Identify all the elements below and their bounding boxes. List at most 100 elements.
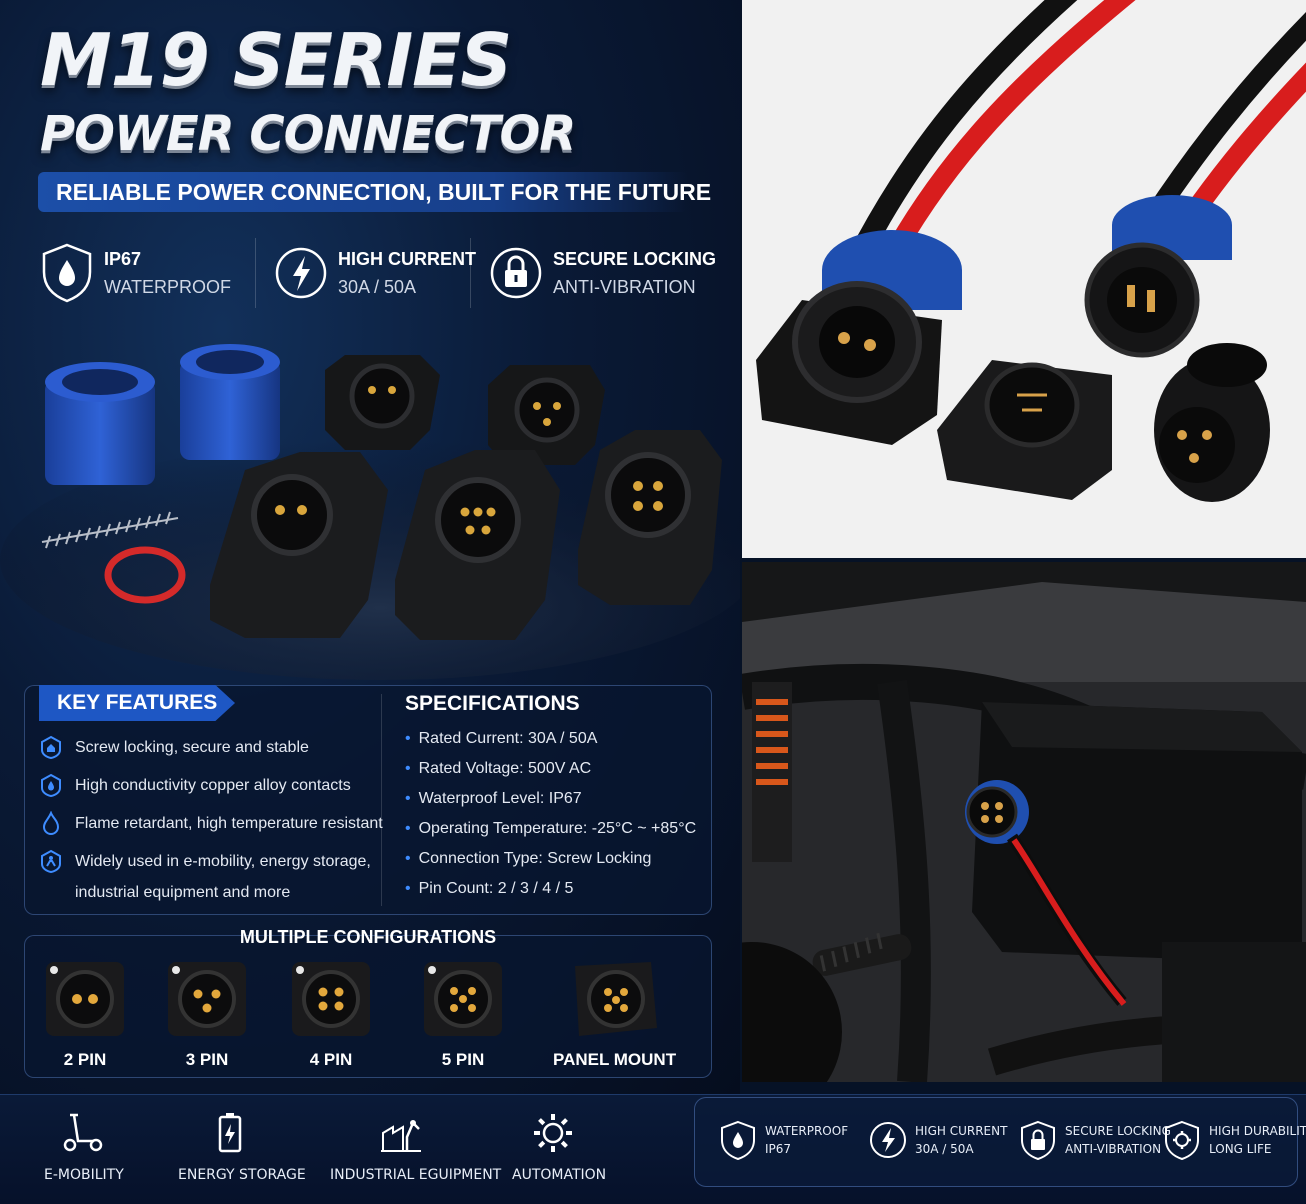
feature-text: Widely used in e-mobility, energy storag… — [75, 853, 371, 870]
feature-strip: WATERPROOF IP67 HIGH CURRENT 30A / 50A S… — [694, 1097, 1306, 1187]
strip-line2: 30A / 50A — [915, 1142, 974, 1156]
battery-icon — [218, 1113, 242, 1153]
strip-item-waterproof: WATERPROOF IP67 — [719, 1120, 848, 1160]
water-drop-shield-icon — [42, 243, 92, 303]
key-features-title: KEY FEATURES — [57, 691, 218, 714]
socket-right-lower — [1154, 343, 1270, 502]
features-specs-panel: KEY FEATURES Screw locking, secure and s… — [24, 685, 712, 915]
plug-right-upper — [1084, 195, 1232, 358]
padlock-icon — [490, 247, 542, 299]
config-list: 2 PIN 3 PIN — [25, 958, 711, 1070]
spec-item: Connection Type: Screw Locking — [405, 844, 696, 874]
scooter-icon — [63, 1113, 103, 1152]
config-label: 4 PIN — [309, 1050, 353, 1069]
config-label: 3 PIN — [185, 1050, 229, 1069]
spec-item: Rated Current: 30A / 50A — [405, 724, 696, 754]
gear-icon — [534, 1114, 572, 1152]
connector-3-pin-icon — [168, 962, 246, 1036]
config-label: 2 PIN — [63, 1050, 107, 1069]
feature-list: Screw locking, secure and stable High co… — [39, 732, 384, 915]
application-industrial-equipment: INDUSTRIAL EGUIPMENT — [330, 1111, 502, 1183]
connector-4-pin-icon — [292, 962, 370, 1036]
config-2-pin: 2 PIN — [25, 958, 145, 1070]
strip-item-high-durability: HIGH DURABILITY LONG LIFE — [1163, 1120, 1306, 1160]
badge-waterproof: IP67 WATERPROOF — [40, 238, 255, 308]
tagline-bar: RELIABLE POWER CONNECTION, BUILT FOR THE… — [38, 172, 711, 212]
feature-text-multiline: Widely used in e-mobility, energy storag… — [75, 846, 371, 908]
tagline-text: RELIABLE POWER CONNECTION, BUILT FOR THE… — [56, 178, 712, 205]
config-3-pin: 3 PIN — [147, 958, 267, 1070]
badge-subtitle: 30A / 50A — [338, 277, 417, 297]
ebike-installation-photo — [742, 562, 1306, 1082]
configurations-panel: MULTIPLE CONFIGURATIONS 2 PIN — [24, 927, 712, 1078]
title-series: M19 SERIES — [40, 18, 512, 102]
configurations-heading: MULTIPLE CONFIGURATIONS — [239, 927, 497, 947]
installed-connector — [965, 780, 1029, 844]
badge-title: SECURE LOCKING — [553, 249, 717, 269]
strip-item-high-current: HIGH CURRENT 30A / 50A — [869, 1120, 1007, 1160]
application-energy-storage: ENERGY STORAGE — [178, 1111, 306, 1183]
feature-text: Screw locking, secure and stable — [75, 739, 309, 756]
badge-title: IP67 — [104, 249, 142, 269]
badge-high-current: HIGH CURRENT 30A / 50A — [255, 238, 476, 308]
badge-subtitle: ANTI-VIBRATION — [553, 277, 696, 297]
usage-icon — [41, 849, 61, 873]
badge-secure-locking: SECURE LOCKING ANTI-VIBRATION — [470, 238, 716, 308]
specifications-heading: SPECIFICATIONS — [405, 692, 580, 715]
spec-item: Pin Count: 2 / 3 / 4 / 5 — [405, 874, 696, 904]
durability-shield-icon — [1165, 1120, 1199, 1160]
bottom-bar: E-MOBILITY ENERGY STORAGE INDUSTRIAL EGU… — [0, 1094, 1306, 1204]
marketing-panel: M19 SERIES POWER CONNECTOR RELIABLE POWE… — [0, 0, 740, 1094]
o-ring — [104, 546, 186, 604]
config-5-pin: 5 PIN — [403, 958, 523, 1070]
socket-front-2 — [395, 450, 560, 640]
strip-line2: ANTI-VIBRATION — [1065, 1142, 1162, 1156]
feature-text: Flame retardant, high temperature resist… — [75, 815, 383, 832]
drop-icon — [41, 773, 61, 797]
config-4-pin: 4 PIN — [271, 958, 391, 1070]
application-label: AUTOMATION — [512, 1167, 607, 1183]
spring — [41, 511, 179, 549]
application-label: INDUSTRIAL EGUIPMENT — [330, 1167, 502, 1183]
flame-icon — [42, 811, 60, 835]
feature-item: High conductivity copper alloy contacts — [39, 770, 384, 801]
strip-line2: IP67 — [765, 1142, 792, 1156]
socket-back-2 — [488, 365, 605, 465]
spec-item: Operating Temperature: -25°C ~ +85°C — [405, 814, 697, 844]
spec-item: Rated Voltage: 500V AC — [405, 754, 696, 784]
config-label: PANEL MOUNT — [553, 1050, 677, 1069]
key-features-heading: KEY FEATURES — [39, 685, 235, 721]
strip-item-secure-locking: SECURE LOCKING ANTI-VIBRATION — [1019, 1120, 1171, 1160]
config-label: 5 PIN — [441, 1050, 485, 1069]
factory-robot-icon — [381, 1120, 421, 1152]
water-drop-shield-icon — [721, 1120, 755, 1160]
house-shield-icon — [41, 735, 61, 759]
blue-cap-right — [180, 344, 280, 460]
feature-item: Flame retardant, high temperature resist… — [39, 808, 384, 839]
socket-front-3 — [578, 430, 722, 605]
application-e-mobility: E-MOBILITY — [44, 1111, 124, 1183]
application-automation: AUTOMATION — [512, 1111, 607, 1183]
panel-connector-left — [756, 230, 962, 445]
strip-line1: WATERPROOF — [765, 1124, 849, 1138]
feature-text-continued: industrial equipment and more — [75, 884, 291, 901]
connector-panel-mount-icon — [575, 962, 657, 1036]
spec-list: Rated Current: 30A / 50A Rated Voltage: … — [405, 724, 697, 904]
badge-row: IP67 WATERPROOF HIGH CURRENT 30A / 50A — [40, 238, 720, 308]
strip-line2: LONG LIFE — [1209, 1142, 1272, 1156]
product-parts-image — [0, 344, 740, 680]
square-socket-middle — [937, 360, 1112, 500]
lightning-bolt-icon — [275, 247, 327, 299]
divider — [381, 694, 382, 906]
socket-back-1 — [325, 355, 440, 450]
connector-cables-photo — [742, 0, 1306, 558]
connector-5-pin-icon — [424, 962, 502, 1036]
padlock-icon — [1021, 1120, 1055, 1160]
spec-item: Waterproof Level: IP67 — [405, 784, 696, 814]
blue-cap-left — [45, 362, 155, 485]
application-label: ENERGY STORAGE — [178, 1167, 306, 1183]
badge-title: HIGH CURRENT — [338, 249, 476, 269]
feature-item: Widely used in e-mobility, energy storag… — [39, 846, 384, 908]
application-label: E-MOBILITY — [44, 1167, 124, 1183]
strip-line1: HIGH DURABILITY — [1209, 1124, 1306, 1138]
